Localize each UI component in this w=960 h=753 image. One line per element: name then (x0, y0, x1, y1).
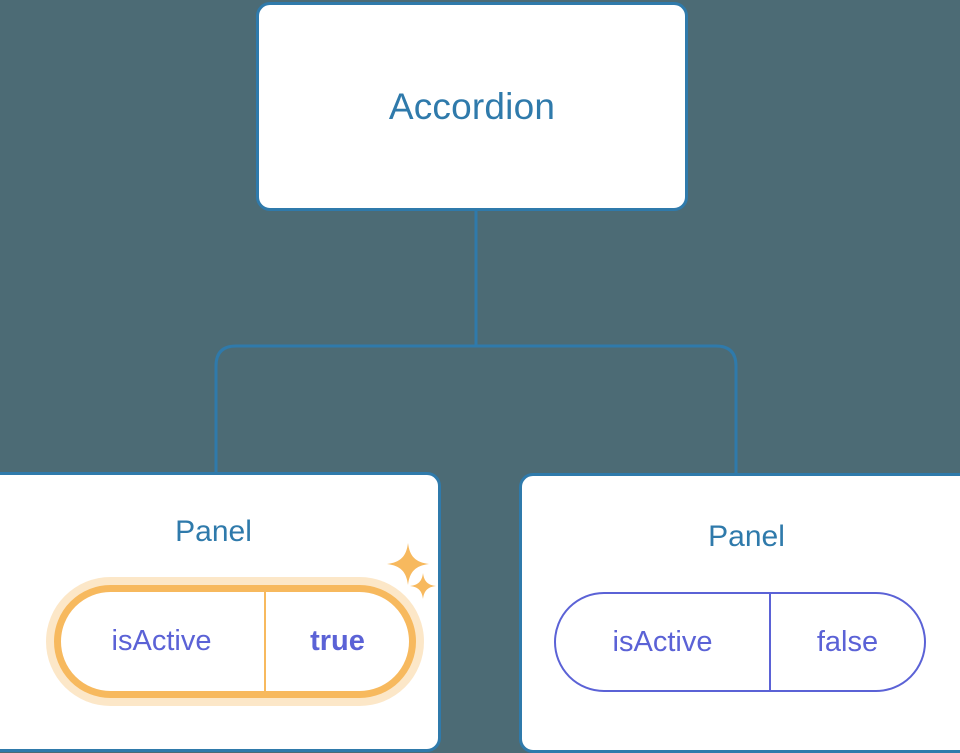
node-accordion-title: Accordion (388, 86, 556, 127)
connector-bus (214, 344, 738, 473)
node-panel-right-body: Panel (522, 476, 960, 750)
node-panel-right-title: Panel (708, 520, 785, 553)
node-accordion[interactable]: Accordion (256, 2, 688, 211)
prop-key-label: isActive (556, 594, 771, 690)
prop-pill-isactive-false[interactable]: isActive false (554, 592, 926, 692)
connector-lines (214, 211, 738, 473)
prop-pill-isactive-true[interactable]: isActive true (54, 585, 416, 698)
prop-value-label: true (310, 625, 365, 657)
prop-key-label: isActive (61, 592, 266, 691)
node-panel-left-title: Panel (175, 515, 252, 548)
node-panel-left-body: Panel (0, 475, 438, 749)
prop-value-label: false (816, 625, 879, 658)
